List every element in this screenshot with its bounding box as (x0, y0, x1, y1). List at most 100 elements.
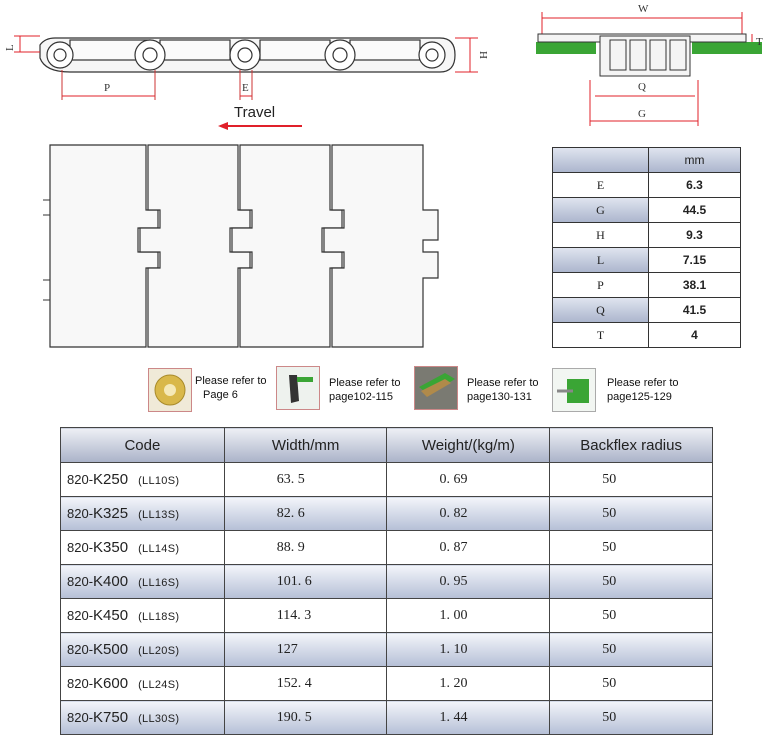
code-prefix: 820- (67, 608, 94, 623)
ref-line1: Please refer to (329, 377, 401, 389)
weight-cell: 0. 95 (386, 564, 551, 599)
ref-line1: Please refer to (607, 377, 679, 389)
code-value: K450 (93, 607, 129, 624)
label-G: G (638, 108, 646, 120)
code-prefix: 820- (67, 676, 94, 691)
dim-key-header (552, 147, 649, 173)
side-guide-icon (552, 368, 596, 412)
wear-strip-icon (276, 366, 320, 410)
ref-line1: Please refer to (467, 377, 539, 389)
weight-cell: 1. 44 (386, 700, 551, 735)
chain-top-view (43, 144, 439, 348)
weight-cell: 1. 20 (386, 666, 551, 701)
label-W: W (638, 3, 649, 15)
radius-cell: 50 (549, 530, 713, 565)
travel-arrow-icon (218, 122, 302, 130)
ref-line2: page130-131 (467, 391, 532, 403)
table-row: 820-K500 (LL20S) 127 1. 10 50 (60, 632, 713, 667)
guide-rail-icon (414, 366, 458, 410)
weight-cell: 1. 00 (386, 598, 551, 633)
ref-line2: page102-115 (329, 391, 394, 403)
chain-side-view: P E H L (4, 35, 489, 100)
code-value: K350 (93, 539, 129, 556)
dim-key: T (552, 322, 649, 348)
dim-key: Q (552, 297, 649, 323)
code-alt: (LL24S) (138, 679, 180, 691)
code-prefix: 820- (67, 540, 94, 555)
code-alt: (LL18S) (138, 611, 180, 623)
label-Q: Q (638, 81, 646, 93)
dim-key: L (552, 247, 649, 273)
code-prefix: 820- (67, 506, 94, 521)
dim-value: 44.5 (648, 197, 741, 223)
weight-cell: 0. 69 (386, 462, 551, 497)
code-prefix: 820- (67, 642, 94, 657)
code-value: K325 (93, 505, 129, 522)
code-alt: (LL30S) (138, 713, 180, 725)
radius-cell: 50 (549, 462, 713, 497)
ref-line2: page125-129 (607, 391, 672, 403)
weight-cell: 0. 82 (386, 496, 551, 531)
code-prefix: 820- (67, 574, 94, 589)
header-weight: Weight/(kg/m) (386, 427, 551, 463)
code-value: K250 (93, 471, 129, 488)
dim-key: G (552, 197, 649, 223)
label-E: E (242, 82, 249, 94)
dim-value: 41.5 (648, 297, 741, 323)
code-alt: (LL10S) (138, 475, 180, 487)
dim-value: 6.3 (648, 172, 741, 198)
table-row: 820-K350 (LL14S) 88. 9 0. 87 50 (60, 530, 713, 565)
weight-cell: 1. 10 (386, 632, 551, 667)
width-cell: 101. 6 (223, 564, 388, 599)
sprocket-icon (148, 368, 192, 412)
dim-key: P (552, 272, 649, 298)
chain-cross-section: W T Q G (536, 3, 763, 126)
dim-value: 9.3 (648, 222, 741, 248)
width-cell: 190. 5 (223, 700, 388, 735)
dim-value: 7.15 (648, 247, 741, 273)
label-P: P (104, 82, 110, 94)
ref-line2: Page 6 (203, 389, 238, 401)
dim-unit-header: mm (648, 147, 741, 173)
weight-cell: 0. 87 (386, 530, 551, 565)
width-cell: 114. 3 (223, 598, 388, 633)
code-alt: (LL20S) (138, 645, 180, 657)
dim-value: 38.1 (648, 272, 741, 298)
radius-cell: 50 (549, 564, 713, 599)
dim-value: 4 (648, 322, 741, 348)
code-value: K750 (93, 709, 129, 726)
table-row: 820-K400 (LL16S) 101. 6 0. 95 50 (60, 564, 713, 599)
header-width: Width/mm (223, 427, 388, 463)
radius-cell: 50 (549, 598, 713, 633)
code-value: K500 (93, 641, 129, 658)
header-backflex: Backflex radius (549, 427, 713, 463)
product-table: Code Width/mm Weight/(kg/m) Backflex rad… (60, 427, 713, 735)
travel-label: Travel (234, 104, 276, 121)
label-L: L (4, 44, 16, 51)
table-row: 820-K750 (LL30S) 190. 5 1. 44 50 (60, 700, 713, 735)
radius-cell: 50 (549, 632, 713, 667)
radius-cell: 50 (549, 496, 713, 531)
label-H: H (477, 51, 489, 59)
code-alt: (LL16S) (138, 577, 180, 589)
ref-line1: Please refer to (195, 375, 267, 387)
code-value: K400 (93, 573, 129, 590)
label-T: T (756, 36, 763, 48)
code-alt: (LL13S) (138, 509, 180, 521)
code-prefix: 820- (67, 710, 94, 725)
width-cell: 63. 5 (223, 462, 388, 497)
table-row: 820-K450 (LL18S) 114. 3 1. 00 50 (60, 598, 713, 633)
radius-cell: 50 (549, 700, 713, 735)
width-cell: 127 (223, 632, 388, 667)
code-alt: (LL14S) (138, 543, 180, 555)
width-cell: 152. 4 (223, 666, 388, 701)
header-code: Code (60, 427, 225, 463)
table-row: 820-K600 (LL24S) 152. 4 1. 20 50 (60, 666, 713, 701)
dim-key: H (552, 222, 649, 248)
code-value: K600 (93, 675, 129, 692)
width-cell: 88. 9 (223, 530, 388, 565)
dim-key: E (552, 172, 649, 198)
radius-cell: 50 (549, 666, 713, 701)
width-cell: 82. 6 (223, 496, 388, 531)
